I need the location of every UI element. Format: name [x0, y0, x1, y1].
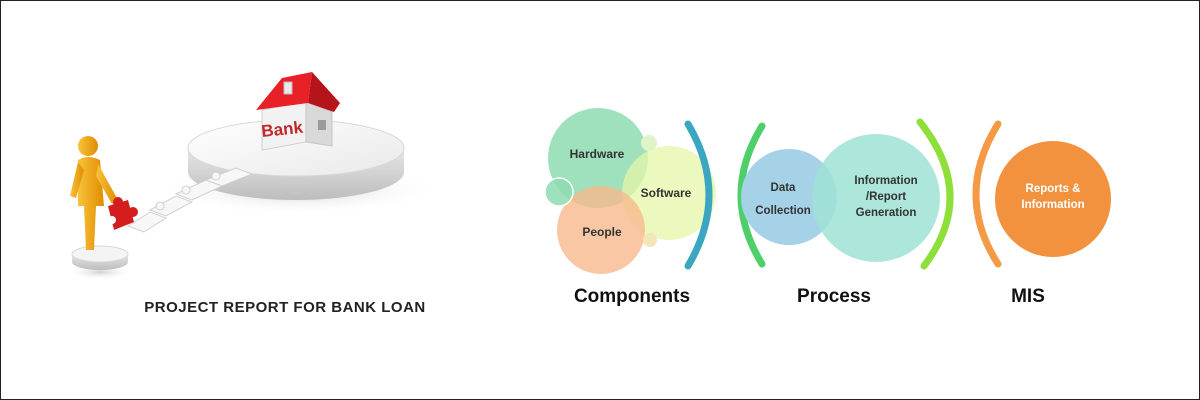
small-bubble — [643, 233, 657, 247]
small-bubble — [641, 135, 657, 151]
person-figure-icon — [70, 136, 118, 250]
data-collection-circle — [741, 149, 837, 245]
bank-house-icon — [256, 72, 340, 151]
process-bracket-right — [916, 118, 954, 270]
information-label-line1: Information — [854, 175, 917, 187]
data-collection-label-line1: Data — [771, 182, 797, 194]
mis-group: Reports & Information MIS — [972, 120, 1111, 307]
bank-sign: Bank — [260, 118, 304, 141]
mis-bracket-left — [972, 120, 1002, 268]
reports-label-line1: Reports & — [1026, 183, 1081, 195]
bank-loan-illustration: Bank — [66, 72, 440, 316]
software-label: Software — [641, 186, 692, 200]
components-title: Components — [574, 286, 690, 307]
data-collection-label-line2: Collection — [755, 205, 811, 217]
components-group: Hardware Software People Components — [544, 108, 716, 307]
chimney — [283, 81, 293, 95]
components-bracket-right — [684, 120, 713, 270]
hardware-label: Hardware — [570, 147, 625, 161]
caption: PROJECT REPORT FOR BANK LOAN — [144, 299, 426, 316]
small-green-bubble — [544, 177, 574, 207]
process-group: Data Collection Information /Report Gene… — [737, 118, 954, 307]
software-circle — [622, 146, 716, 240]
information-label-line3: Generation — [856, 207, 917, 219]
figure-pedestal — [66, 245, 134, 280]
people-label: People — [582, 225, 622, 239]
process-title: Process — [797, 286, 871, 307]
reports-information-circle — [995, 141, 1111, 257]
red-puzzle-piece-icon — [108, 197, 138, 230]
reports-label-line2: Information — [1021, 199, 1084, 211]
bank-platform — [187, 119, 405, 200]
puzzle-path — [126, 167, 254, 233]
hardware-circle — [548, 108, 648, 208]
people-circle — [557, 186, 645, 274]
information-generation-circle — [812, 134, 940, 262]
information-label-line2: /Report — [866, 191, 906, 203]
mis-title: MIS — [1011, 286, 1045, 307]
